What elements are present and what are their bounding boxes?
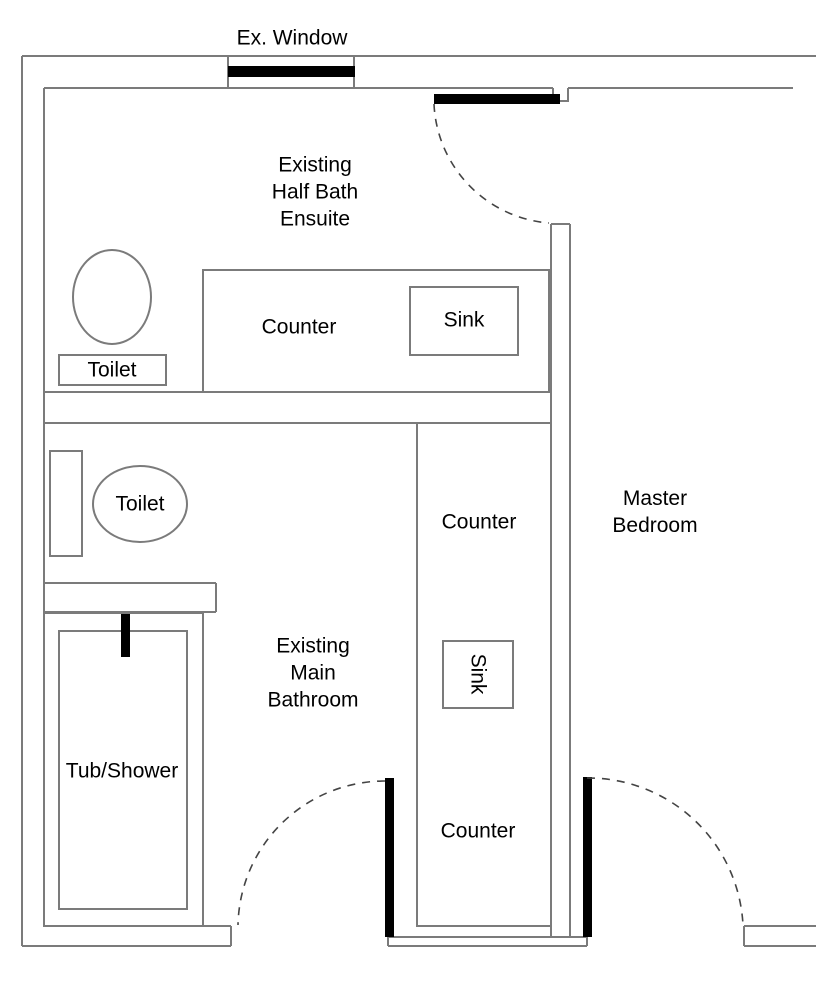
half-bath-toilet-label-box [58, 354, 167, 386]
outer-wall-bottom-right [743, 925, 816, 947]
main-bath-sink-label: Sink [466, 653, 490, 695]
inner-wall-top-left [44, 87, 554, 95]
main-bath-door-swing-arc [237, 780, 386, 926]
bedroom-door-swing-arc [586, 777, 744, 926]
half-bath-toilet-label: Toilet [87, 358, 137, 382]
main-bath-counter-bottom-label: Counter [440, 819, 516, 843]
room-label-half-bath-line1: Existing [278, 153, 352, 177]
main-bath-door-leaf [385, 778, 394, 937]
outer-wall-bottom-left [22, 925, 232, 947]
half-bath-door-swing-arc [433, 103, 550, 224]
room-label-half-bath-line2: Half Bath [271, 180, 359, 204]
half-bath-sink [409, 286, 519, 356]
inner-wall-top-right [560, 87, 793, 102]
main-bath-toilet-bowl [92, 465, 188, 543]
room-label-master-bedroom-line1: Master [622, 487, 688, 510]
room-label-main-bath-line3: Bathroom [267, 688, 359, 712]
half-bath-sink-label: Sink [443, 308, 485, 332]
bedroom-door-leaf [583, 777, 592, 937]
main-bath-counter-strip [416, 422, 552, 927]
door-swings [237, 103, 744, 926]
tub-surround [43, 612, 204, 927]
half-bath-door-leaf [434, 94, 560, 104]
bedroom-divider-wall [550, 223, 571, 937]
fixtures [43, 249, 552, 927]
room-label-master-bedroom-line2: Bedroom [612, 514, 698, 537]
ex-window-label: Ex. Window [236, 26, 348, 50]
room-label-half-bath: Existing Half Bath Ensuite [272, 152, 358, 233]
bottom-threshold-wall [387, 936, 588, 947]
half-bath-counter-label: Counter [261, 315, 337, 339]
window-icon [228, 66, 355, 77]
main-bath-toilet-tank [49, 450, 83, 557]
room-label-half-bath-line3: Ensuite [279, 207, 351, 231]
room-label-main-bath-line1: Existing [276, 634, 350, 658]
room-label-main-bath-line2: Main [290, 661, 336, 685]
room-label-master-bedroom: Master Bedroom [612, 485, 697, 539]
tub-shower-label: Tub/Shower [65, 759, 179, 783]
tub-faucet-icon [121, 614, 130, 657]
main-bath-counter-top-label: Counter [441, 510, 517, 534]
room-label-main-bath: Existing Main Bathroom [267, 633, 358, 714]
tub-partition-wall [44, 582, 217, 613]
half-bath-counter [202, 269, 550, 393]
black-symbols [121, 66, 592, 937]
main-bath-toilet-label: Toilet [115, 492, 165, 516]
half-bath-toilet-bowl [72, 249, 152, 345]
main-bath-sink [442, 640, 514, 709]
